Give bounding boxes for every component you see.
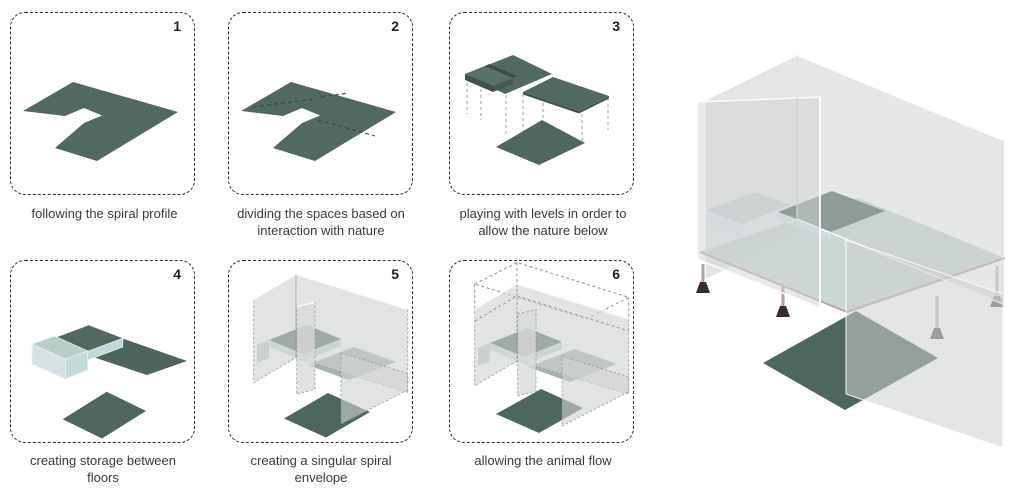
step-panel-1: 1 — [10, 12, 195, 195]
step-number: 6 — [612, 266, 620, 282]
final-iso-render — [696, 53, 1006, 449]
edge-shadows — [796, 55, 1004, 304]
step-panel-2: 2 — [228, 12, 413, 195]
step-panel-5: 5 — [228, 260, 413, 443]
step-5-diagram-spiral-envelope — [253, 273, 409, 438]
step-number: 5 — [391, 266, 399, 282]
step-3-caption: playing with levels in order to allow th… — [459, 206, 627, 238]
step-number: 1 — [173, 18, 181, 34]
step-number: 3 — [612, 18, 620, 34]
step-6-diagram-animal-flow — [473, 261, 631, 433]
step-panel-6: 6 — [449, 260, 634, 443]
step-6-caption: allowing the animal flow — [474, 453, 612, 468]
step-1-diagram-spiral-profile-plate — [23, 82, 178, 161]
step-2-diagram-divided-plate — [241, 82, 396, 161]
step-4-caption: creating storage between floors — [30, 453, 176, 485]
leg-foot — [776, 306, 790, 317]
step-2-caption: dividing the spaces based on interaction… — [237, 206, 405, 238]
step-panel-4: 4 — [10, 260, 195, 443]
step-number: 4 — [173, 266, 181, 282]
tower-front-glass — [696, 96, 821, 310]
step-number: 2 — [391, 18, 399, 34]
step-panel-3: 3 — [449, 12, 634, 195]
step-1-caption: following the spiral profile — [31, 206, 178, 221]
leg-foot — [696, 282, 710, 293]
step-3-diagram-split-levels — [465, 55, 609, 165]
envelope-front-wall — [845, 239, 1004, 449]
step-4-diagram-storage-box — [30, 325, 187, 439]
step-5-caption: creating a singular spiral envelope — [250, 453, 392, 485]
